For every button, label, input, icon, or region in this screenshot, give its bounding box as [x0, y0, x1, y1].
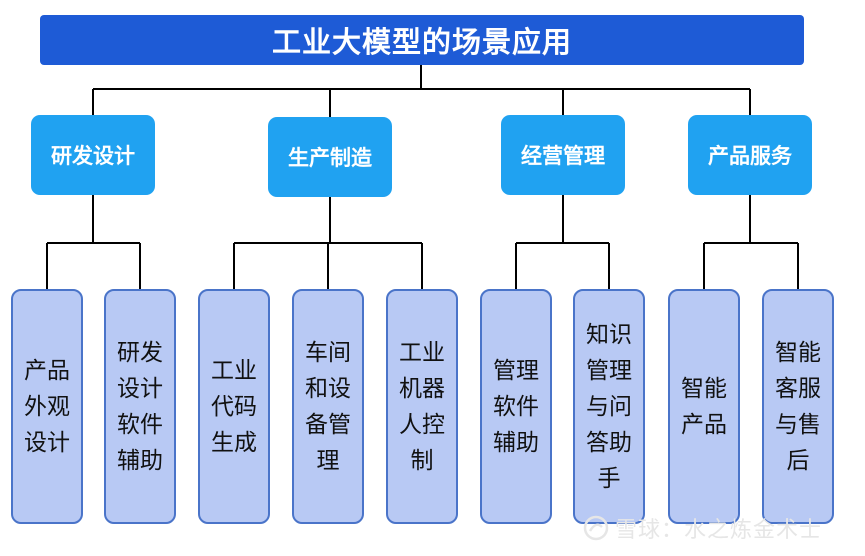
- leaf-smart-products: 智能产品: [668, 289, 740, 524]
- leaf-smart-customer-service: 智能客服与售后: [762, 289, 834, 524]
- category-operations: 经营管理: [501, 115, 625, 195]
- leaf-product-appearance-design: 产品外观设计: [11, 289, 83, 524]
- leaf-industrial-robot-control: 工业机器人控制: [386, 289, 458, 524]
- category-product-service: 产品服务: [688, 115, 812, 195]
- leaf-knowledge-qa-assistant: 知识管理与问答助手: [573, 289, 645, 524]
- watermark: 雪球：水之炼金术士: [583, 510, 822, 546]
- watermark-text: 雪球：水之炼金术士: [615, 518, 823, 543]
- category-production: 生产制造: [268, 117, 392, 197]
- category-rd-design: 研发设计: [31, 115, 155, 195]
- leaf-workshop-equipment-management: 车间和设备管理: [292, 289, 364, 524]
- diagram-title: 工业大模型的场景应用: [40, 15, 804, 65]
- leaf-management-software-assist: 管理软件辅助: [480, 289, 552, 524]
- snowball-logo-icon: [583, 515, 609, 541]
- leaf-rd-software-assist: 研发设计软件辅助: [104, 289, 176, 524]
- leaf-industrial-code-generation: 工业代码生成: [198, 289, 270, 524]
